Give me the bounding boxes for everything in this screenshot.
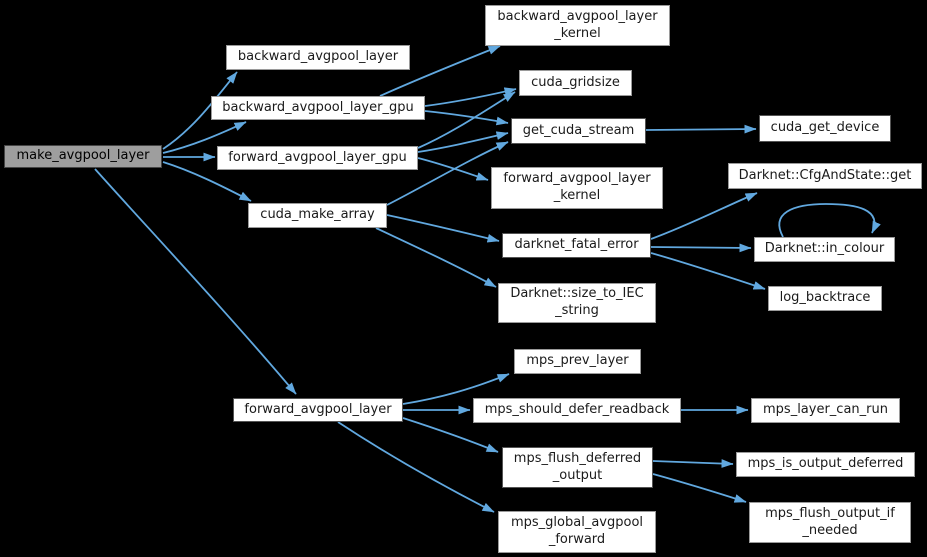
node-label: Darknet::in_colour (764, 241, 885, 257)
node-label: mps_is_output_deferred (747, 456, 904, 472)
edge-cuda_make_array-to-darknet_fatal_error (386, 214, 500, 243)
node-backward_avgpool_layer_gpu[interactable]: backward_avgpool_layer_gpu (211, 96, 425, 120)
node-cuda_get_device[interactable]: cuda_get_device (759, 115, 891, 142)
node-label: cuda_get_device (770, 120, 880, 136)
edge-darknet_fatal_error-to-log_backtrace (650, 252, 766, 290)
node-make_avgpool_layer: make_avgpool_layer (4, 145, 162, 168)
node-cfgandstate_get[interactable]: Darknet::CfgAndState::get (728, 163, 922, 189)
node-label: mps_prev_layer (526, 353, 629, 369)
edge-backward_avgpool_layer_gpu-to-get_cuda_stream (424, 110, 509, 126)
edge-get_cuda_stream-to-cuda_get_device (645, 124, 757, 134)
node-mps_flush_output_if_needed[interactable]: mps_flush_output_if _needed (749, 502, 911, 543)
edge-make_avgpool_layer-to-forward_avgpool_layer (94, 168, 297, 395)
node-label: darknet_fatal_error (514, 237, 639, 253)
node-label: cuda_gridsize (531, 74, 620, 90)
node-label: backward_avgpool_layer (237, 49, 399, 65)
node-label: backward_avgpool_layer_gpu (222, 99, 414, 115)
node-label: log_backtrace (779, 290, 871, 306)
node-label: forward_avgpool_layer _kernel (503, 171, 651, 203)
edge-forward_avgpool_layer-to-mps_flush_deferred_output (402, 417, 499, 453)
node-log_backtrace[interactable]: log_backtrace (768, 286, 882, 311)
node-label: Darknet::size_to_IEC _string (510, 286, 644, 318)
node-in_colour[interactable]: Darknet::in_colour (754, 237, 895, 262)
node-label: mps_layer_can_run (763, 402, 888, 418)
node-darknet_fatal_error[interactable]: darknet_fatal_error (502, 233, 651, 258)
edge-forward_avgpool_layer-to-mps_prev_layer (402, 373, 510, 405)
node-label: mps_flush_output_if _needed (765, 505, 895, 538)
node-forward_avgpool_layer_gpu[interactable]: forward_avgpool_layer_gpu (217, 146, 418, 170)
node-label: mps_should_defer_readback (484, 402, 670, 418)
node-backward_avgpool_layer[interactable]: backward_avgpool_layer (226, 45, 410, 70)
node-label: get_cuda_stream (522, 122, 635, 138)
edge-darknet_fatal_error-to-in_colour (650, 243, 752, 253)
node-forward_avgpool_layer[interactable]: forward_avgpool_layer (233, 398, 403, 422)
node-label: forward_avgpool_layer (244, 401, 392, 417)
node-mps_is_output_deferred[interactable]: mps_is_output_deferred (736, 452, 915, 477)
edge-darknet_fatal_error-to-cfgandstate_get (650, 192, 758, 240)
node-label: mps_global_avgpool _forward (510, 515, 644, 547)
node-cuda_gridsize[interactable]: cuda_gridsize (519, 70, 632, 96)
edge-make_avgpool_layer-to-backward_avgpool_layer (162, 71, 238, 150)
node-backward_avgpool_layer_kernel[interactable]: backward_avgpool_layer _kernel (485, 5, 670, 46)
node-label: cuda_make_array (260, 207, 375, 223)
edge-in_colour-to-in_colour (778, 203, 881, 238)
edge-forward_avgpool_layer_gpu-to-get_cuda_stream (417, 131, 509, 153)
node-mps_flush_deferred_output[interactable]: mps_flush_deferred _output (502, 447, 653, 488)
edge-backward_avgpool_layer_gpu-to-backward_avgpool_layer_kernel (379, 45, 501, 97)
node-mps_layer_can_run[interactable]: mps_layer_can_run (751, 398, 900, 423)
edge-make_avgpool_layer-to-backward_avgpool_layer_gpu (162, 121, 247, 154)
edge-make_avgpool_layer-to-cuda_make_array (162, 161, 252, 202)
node-label: make_avgpool_layer (16, 148, 150, 164)
node-forward_avgpool_layer_kernel[interactable]: forward_avgpool_layer _kernel (491, 167, 663, 209)
node-mps_prev_layer[interactable]: mps_prev_layer (514, 349, 641, 374)
edge-cuda_make_array-to-size_to_iec_string (375, 227, 497, 288)
node-size_to_iec_string[interactable]: Darknet::size_to_IEC _string (498, 283, 656, 323)
node-label: Darknet::CfgAndState::get (738, 167, 912, 183)
node-mps_global_avgpool_forward[interactable]: mps_global_avgpool _forward (498, 511, 656, 553)
edge-cuda_make_array-to-get_cuda_stream (386, 141, 509, 206)
node-mps_should_defer_readback[interactable]: mps_should_defer_readback (473, 398, 681, 423)
node-get_cuda_stream[interactable]: get_cuda_stream (511, 118, 646, 144)
node-label: backward_avgpool_layer _kernel (497, 8, 658, 41)
edge-forward_avgpool_layer-to-mps_global_avgpool_forward (337, 421, 495, 513)
edge-mps_flush_deferred_output-to-mps_flush_output_if_needed (652, 473, 747, 503)
edge-backward_avgpool_layer_gpu-to-cuda_gridsize (424, 87, 517, 107)
node-label: mps_flush_deferred _output (513, 450, 642, 483)
edge-forward_avgpool_layer_gpu-to-cuda_gridsize (417, 91, 516, 149)
node-label: forward_avgpool_layer_gpu (228, 149, 407, 165)
edge-forward_avgpool_layer_gpu-to-forward_avgpool_layer_kernel (417, 157, 489, 181)
edge-mps_flush_deferred_output-to-mps_is_output_deferred (652, 459, 734, 468)
node-cuda_make_array[interactable]: cuda_make_array (248, 203, 387, 228)
